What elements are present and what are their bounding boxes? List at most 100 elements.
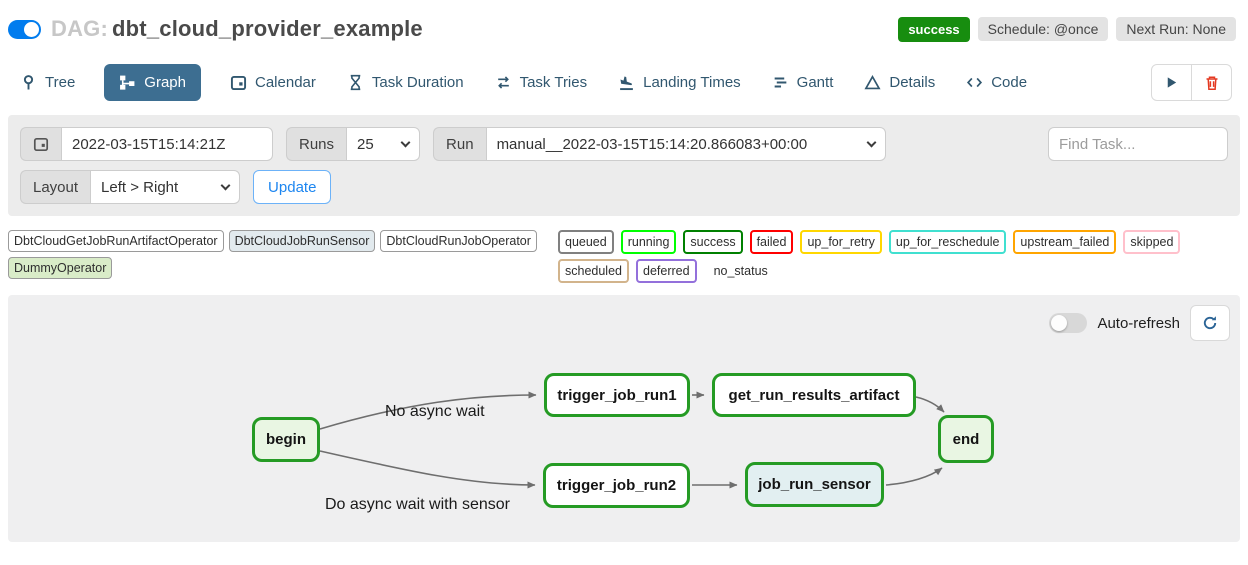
task-node-begin[interactable]: begin <box>252 417 320 463</box>
triangle-icon <box>864 74 881 91</box>
chevron-down-icon <box>866 137 877 147</box>
layout-select[interactable]: Left > Right <box>90 170 241 204</box>
filter-panel: Runs 25 Run manual__2022-03-15T15:14:20.… <box>8 115 1240 216</box>
layout-selected-value: Left > Right <box>101 178 179 196</box>
runs-label: Runs <box>286 127 347 161</box>
graph-controls: Auto-refresh <box>1049 305 1230 342</box>
tab-details[interactable]: Details <box>862 64 937 101</box>
tab-label: Details <box>889 74 936 91</box>
edge-label-do-async-wait-with-sensor: Do async wait with sensor <box>325 496 510 514</box>
trash-icon <box>1204 75 1220 91</box>
tab-label: Landing Times <box>643 74 741 91</box>
status-badge-scheduled: scheduled <box>558 259 629 284</box>
edge-begin-to-trigger-job-run1 <box>319 391 537 431</box>
dag-graph-panel: begin trigger_job_run1 get_run_results_art… <box>8 295 1240 543</box>
tab-calendar[interactable]: Calendar <box>228 64 318 101</box>
task-node-trigger-job-run2[interactable]: trigger_job_run2 <box>543 463 690 509</box>
status-badge-deferred: deferred <box>636 259 697 284</box>
tab-label: Calendar <box>255 74 316 91</box>
runs-selected-value: 25 <box>357 135 374 153</box>
tab-task-tries[interactable]: Task Tries <box>493 64 590 101</box>
find-task-input[interactable] <box>1048 127 1228 161</box>
status-badge-success: success <box>683 230 743 255</box>
base-date-input[interactable] <box>61 127 273 161</box>
status-badge-up-for-retry: up_for_retry <box>800 230 882 255</box>
refresh-icon <box>1202 315 1218 331</box>
tree-icon <box>20 74 37 91</box>
edge-label-no-async-wait: No async wait <box>385 403 485 421</box>
operator-badge-dbtcloudrunjoboperator: DbtCloudRunJobOperator <box>380 230 537 253</box>
runs-group: Runs 25 <box>286 127 421 161</box>
dag-action-buttons <box>1151 64 1232 101</box>
tab-task-duration[interactable]: Task Duration <box>345 64 466 101</box>
edge-begin-to-trigger-job-run2 <box>319 450 536 489</box>
tab-gantt[interactable]: Gantt <box>770 64 836 101</box>
operator-badge-dbtcloudgetjobrunartifactoperator: DbtCloudGetJobRunArtifactOperator <box>8 230 224 253</box>
graph-edges <box>319 391 945 489</box>
status-badge-skipped: skipped <box>1123 230 1181 255</box>
graph-icon <box>119 74 136 91</box>
run-selected-value: manual__2022-03-15T15:14:20.866083+00:00 <box>496 135 808 153</box>
chevron-down-icon <box>400 137 411 147</box>
status-badge-failed: failed <box>749 230 794 255</box>
status-badge-queued: queued <box>558 230 614 255</box>
task-node-get-run-results-artifact[interactable]: get_run_results_artifact <box>712 373 916 418</box>
status-badge-running: running <box>620 230 677 255</box>
landing-icon <box>618 74 635 91</box>
calendar-icon <box>230 74 247 91</box>
auto-refresh-label: Auto-refresh <box>1097 314 1180 332</box>
play-icon <box>1164 75 1179 90</box>
run-label: Run <box>433 127 486 161</box>
code-icon <box>966 74 983 91</box>
status-badge-up-for-reschedule: up_for_reschedule <box>888 230 1007 255</box>
repeat-icon <box>495 74 512 91</box>
tab-tree[interactable]: Tree <box>18 64 77 101</box>
view-tabs-row: Tree Graph Calendar Task Duration Task Tries… <box>0 64 1248 101</box>
tab-code[interactable]: Code <box>964 64 1029 101</box>
schedule-badge: Schedule: @once <box>977 17 1109 41</box>
edge-job-run-sensor-to-end <box>885 467 943 487</box>
tab-landing-times[interactable]: Landing Times <box>616 64 743 101</box>
tab-label: Task Duration <box>371 74 464 91</box>
operator-badge-dbtcloudjobrunsensor: DbtCloudJobRunSensor <box>228 230 376 253</box>
run-select[interactable]: manual__2022-03-15T15:14:20.866083+00:00 <box>485 127 886 161</box>
hourglass-icon <box>347 74 364 91</box>
edge-get-run-results-artifact-to-end <box>915 396 945 413</box>
tab-label: Graph <box>144 74 186 91</box>
delete-dag-button[interactable] <box>1191 64 1232 101</box>
task-node-job-run-sensor[interactable]: job_run_sensor <box>745 462 884 508</box>
dag-header: DAG:dbt_cloud_provider_example success S… <box>0 0 1248 42</box>
operator-badge-dummyoperator: DummyOperator <box>8 257 113 280</box>
status-badge-upstream-failed: upstream_failed <box>1013 230 1117 255</box>
trigger-dag-button[interactable] <box>1151 64 1192 101</box>
runs-select[interactable]: 25 <box>346 127 421 161</box>
calendar-icon <box>20 127 61 161</box>
layout-label: Layout <box>20 170 91 204</box>
status-badge: success <box>898 16 970 42</box>
task-node-end[interactable]: end <box>938 415 994 464</box>
dag-prefix-label: DAG: <box>51 16 109 41</box>
page-title: DAG:dbt_cloud_provider_example <box>51 16 423 42</box>
auto-refresh-toggle[interactable] <box>1049 313 1088 334</box>
layout-group: Layout Left > Right <box>20 170 241 204</box>
refresh-button[interactable] <box>1190 305 1230 342</box>
tab-graph[interactable]: Graph <box>104 64 201 101</box>
dag-pause-toggle[interactable] <box>8 19 41 39</box>
next-run-badge: Next Run: None <box>1116 17 1236 41</box>
chevron-down-icon <box>220 180 231 190</box>
task-node-trigger-job-run1[interactable]: trigger_job_run1 <box>544 373 690 418</box>
tab-label: Gantt <box>796 74 834 91</box>
base-date-group <box>20 127 273 161</box>
update-button[interactable]: Update <box>253 170 332 204</box>
tab-label: Tree <box>45 74 76 91</box>
tab-label: Task Tries <box>519 74 588 91</box>
dag-name: dbt_cloud_provider_example <box>112 16 423 41</box>
tab-label: Code <box>991 74 1028 91</box>
status-badge-no-status: no_status <box>713 264 768 279</box>
gantt-icon <box>772 74 789 91</box>
run-group: Run manual__2022-03-15T15:14:20.866083+0… <box>433 127 886 161</box>
